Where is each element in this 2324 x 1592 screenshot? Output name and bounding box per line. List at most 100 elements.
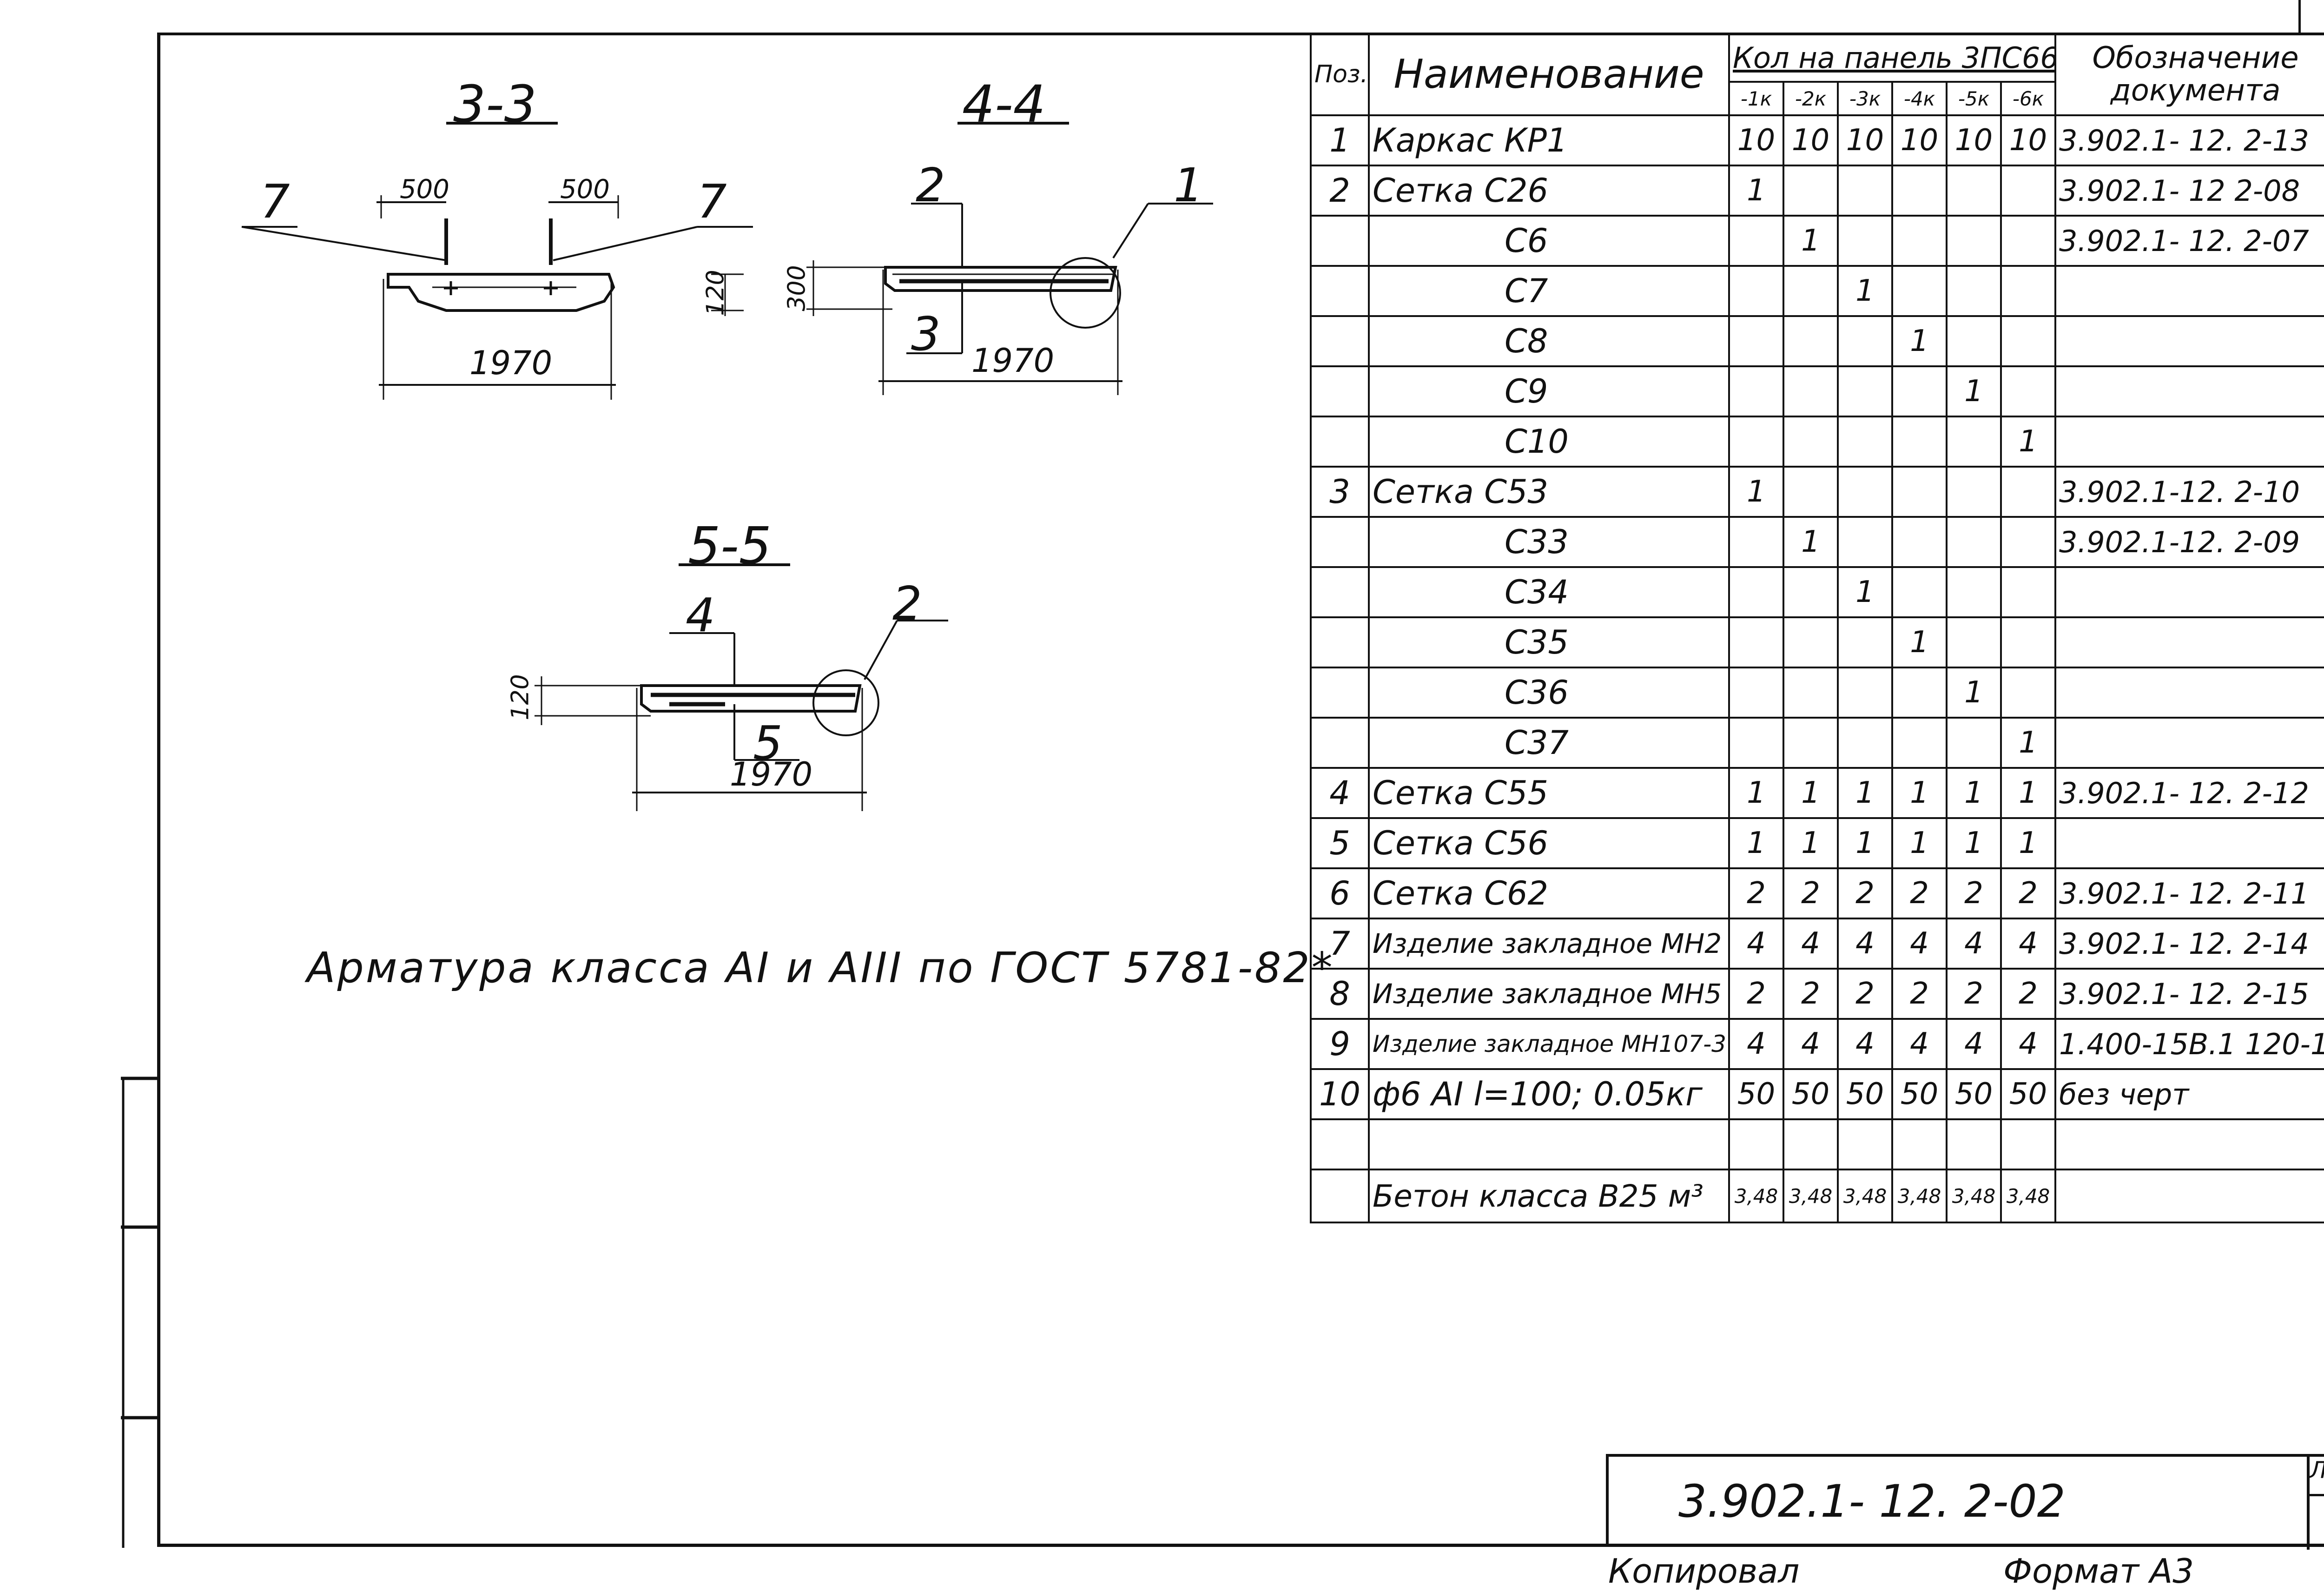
row-qty: 1: [2000, 767, 2057, 819]
row-qty: [1837, 416, 1893, 468]
row-qty: 1: [1946, 817, 2002, 869]
row-qty: [1837, 717, 1893, 769]
row-name: С7: [1368, 265, 1730, 317]
row-qty: [1946, 466, 2002, 518]
row-qty: [1783, 616, 1839, 668]
row-qty: [1728, 315, 1784, 367]
total-qty: 3,48: [1783, 1169, 1839, 1223]
row-qty: 1: [1891, 315, 1948, 367]
row-name: С35: [1368, 616, 1730, 668]
row-pos: [1310, 516, 1370, 568]
row-qty: 10: [1946, 114, 2002, 166]
row-qty: 1: [1728, 817, 1784, 869]
header-doc: Обозначение документа: [2054, 33, 2324, 116]
mark-7-left: 7: [260, 174, 290, 229]
row-qty: [1946, 516, 2002, 568]
row-doc: [2054, 616, 2324, 668]
total-qty: 3,48: [1891, 1169, 1948, 1223]
row-qty: [1837, 365, 1893, 417]
row-qty: [1891, 365, 1948, 417]
row-doc: [2054, 1118, 2324, 1170]
row-qty: 50: [1837, 1068, 1893, 1120]
row-name: Сетка С62: [1368, 867, 1730, 919]
row-pos: [1310, 616, 1370, 668]
row-qty: [1946, 616, 2002, 668]
row-qty: 1: [2000, 817, 2057, 869]
row-doc: 3.902.1- 12. 2-11: [2054, 867, 2324, 919]
reinforcement-note: Арматура класса AI и AIII по ГОСТ 5781-8…: [307, 944, 1334, 992]
row-qty: [1891, 215, 1948, 267]
row-pos: [1310, 215, 1370, 267]
section-5-5-title: 5-5: [688, 516, 772, 575]
dim-1970-s55: 1970: [730, 755, 813, 793]
row-doc: 3.902.1-12. 2-10: [2054, 466, 2324, 518]
row-doc: 3.902.1- 12. 2-07: [2054, 215, 2324, 267]
row-pos: [1310, 365, 1370, 417]
section-3-3-title: 3-3: [453, 74, 537, 134]
row-qty: 1: [1728, 466, 1784, 518]
header-qty-group: Кол на панель 3ПС66-: [1728, 33, 2057, 83]
total-qty: 3,48: [1728, 1169, 1784, 1223]
row-pos: [1310, 566, 1370, 618]
specification-table: Поз. Наименование Кол на панель 3ПС66- О…: [1310, 33, 2324, 1223]
header-qty-6k: -6к: [2000, 81, 2057, 116]
row-qty: [1837, 165, 1893, 217]
row-qty: 50: [2000, 1068, 2057, 1120]
row-qty: [1728, 717, 1784, 769]
header-qty-4k: -4к: [1891, 81, 1948, 116]
row-pos: 4: [1310, 767, 1370, 819]
row-qty: 4: [2000, 918, 2057, 970]
row-pos: [1310, 265, 1370, 317]
row-pos: 3: [1310, 466, 1370, 518]
row-qty: [1783, 315, 1839, 367]
row-qty: [1728, 616, 1784, 668]
row-qty: 4: [1891, 918, 1948, 970]
format-label: Формат А3: [2003, 1552, 2194, 1591]
row-qty: 2: [1728, 867, 1784, 919]
row-qty: 2: [1946, 867, 2002, 919]
row-qty: [1783, 566, 1839, 618]
row-qty: [1783, 265, 1839, 317]
row-qty: [2000, 1118, 2057, 1170]
row-qty: [1728, 215, 1784, 267]
row-qty: 10: [1837, 114, 1893, 166]
row-doc: [2054, 416, 2324, 468]
row-name: С37: [1368, 717, 1730, 769]
drawing-frame: [157, 33, 2324, 1547]
row-doc: 3.902.1- 12. 2-15: [2054, 968, 2324, 1020]
row-pos: [1310, 717, 1370, 769]
row-qty: 1: [1837, 767, 1893, 819]
row-qty: [1783, 416, 1839, 468]
dim-300-s44: 300: [783, 265, 811, 311]
row-qty: [2000, 667, 2057, 719]
row-pos: [1310, 416, 1370, 468]
row-qty: 1: [1728, 165, 1784, 217]
row-doc: 3.902.1- 12 2-08: [2054, 165, 2324, 217]
title-block: 3.902.1- 12. 2-02 Лист 2: [1606, 1454, 2324, 1550]
row-qty: 1: [1891, 817, 1948, 869]
row-qty: [1837, 667, 1893, 719]
sheet-box: Лист 2: [2307, 1457, 2324, 1550]
row-pos: 1: [1310, 114, 1370, 166]
row-name: С34: [1368, 566, 1730, 618]
row-doc: 3.902.1- 12. 2-12: [2054, 767, 2324, 819]
copied-by: Копировал: [1608, 1552, 1800, 1591]
row-qty: [1783, 667, 1839, 719]
row-pos: 6: [1310, 867, 1370, 919]
row-qty: 4: [1946, 918, 2002, 970]
total-pos: [1310, 1169, 1370, 1223]
row-qty: [2000, 616, 2057, 668]
row-qty: 50: [1891, 1068, 1948, 1120]
row-qty: 2: [1783, 968, 1839, 1020]
row-qty: [1946, 717, 2002, 769]
row-qty: 1: [1728, 767, 1784, 819]
row-pos: [1310, 667, 1370, 719]
row-qty: [1728, 265, 1784, 317]
mark-5-s55: 5: [753, 716, 783, 770]
